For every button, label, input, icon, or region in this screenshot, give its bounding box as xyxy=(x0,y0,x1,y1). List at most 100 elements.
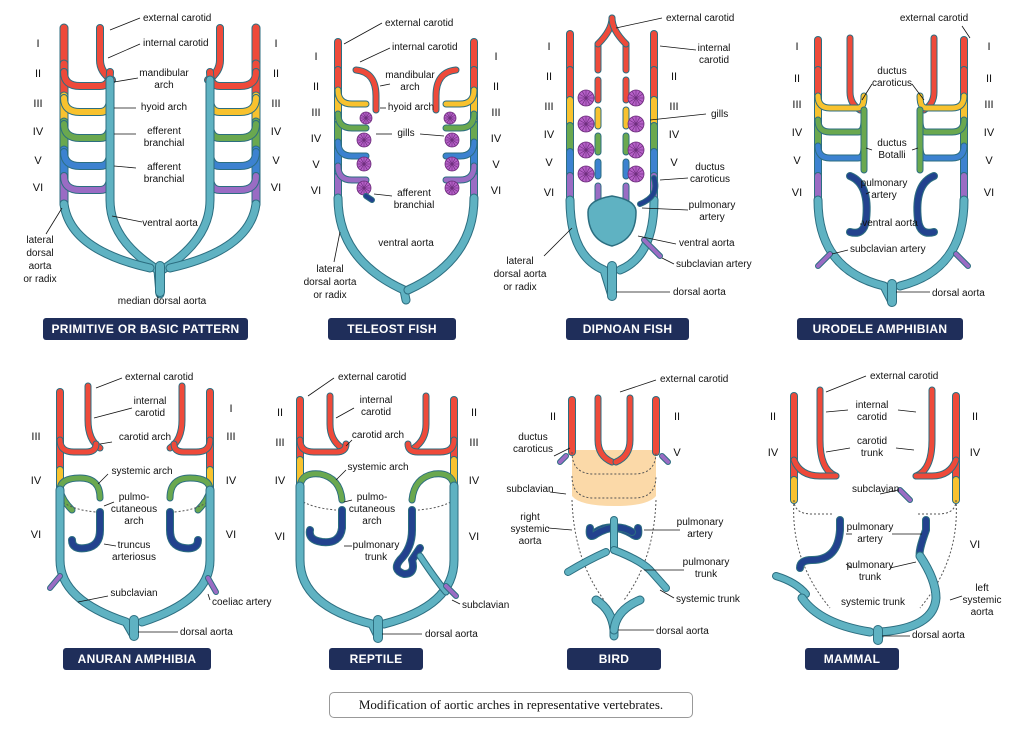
anuran-label-cutaneous: cutaneous xyxy=(111,504,157,515)
teleost-gill-right-0 xyxy=(444,132,460,148)
primitive-label-external-carotid: external carotid xyxy=(143,13,211,24)
bird-leader-6 xyxy=(659,589,675,599)
anuran-roman-right-0: I xyxy=(229,403,232,415)
urodele-roman-right-2: III xyxy=(984,99,993,111)
dipnoan-label-internal: internal xyxy=(698,43,731,54)
urodele-leader-2b xyxy=(911,147,919,151)
anuran-dash-right xyxy=(173,499,211,513)
bird-roman-right-0: II xyxy=(674,411,680,423)
urodele-label-caroticus: caroticus xyxy=(872,78,912,89)
dipnoan-gill-right-3 xyxy=(627,165,645,183)
urodele-leader-3 xyxy=(865,191,871,195)
primitive-label-efferent: efferent xyxy=(147,126,181,137)
anuran-subclavian-left xyxy=(47,573,63,591)
bird-label-subclavian: subclavian xyxy=(506,484,553,495)
urodele-arch-left-0 xyxy=(814,92,868,112)
urodele-arch-right-0-fill xyxy=(917,93,967,111)
dipnoan-label-external-carotid: external carotid xyxy=(666,13,734,24)
reptile-pulmonary-left xyxy=(305,506,346,547)
bird-dash-right-aorta-line xyxy=(623,499,657,601)
mammal-roman-right-1: IV xyxy=(970,447,981,459)
bird-systemic-trunk xyxy=(610,546,670,592)
reptile-label-pulmo: pulmo- xyxy=(357,492,388,503)
panel-title-mammal: MAMMAL xyxy=(805,648,899,670)
teleost-label-afferent: afferent xyxy=(397,188,431,199)
teleost-gill-right-top-rib xyxy=(444,114,456,122)
primitive-arch-left-2-fill xyxy=(61,121,113,141)
teleost-roman-right-1: II xyxy=(493,81,499,93)
urodele-pulmonary-left xyxy=(846,172,871,237)
bird-systemic-trunk-fill xyxy=(611,547,669,591)
reptile-dash-left-line xyxy=(299,499,337,511)
anuran-label-arteriosus: arteriosus xyxy=(112,552,156,563)
reptile-leader-4 xyxy=(343,499,353,503)
anuran-label-internal: internal xyxy=(134,396,167,407)
teleost-gill-right-2 xyxy=(444,180,460,196)
mammal-carotid-trunk-right-fill xyxy=(913,457,959,479)
dipnoan-roman-right-2: IV xyxy=(669,129,680,141)
mammal-carotid-trunk-left-fill xyxy=(791,457,839,479)
mammal-roman-left-0: II xyxy=(770,411,776,423)
teleost-roman-left-5: VI xyxy=(311,185,321,197)
teleost-leader-0 xyxy=(343,22,383,45)
bird-label-external-carotid: external carotid xyxy=(660,374,728,385)
mammal-leader-1b xyxy=(897,409,917,413)
primitive-roman-left-3: IV xyxy=(33,126,44,138)
teleost-leader-4b xyxy=(419,133,445,137)
bird-label-caroticus: caroticus xyxy=(513,444,553,455)
dipnoan-carotid-join-right-fill xyxy=(609,15,629,47)
mammal-dash-right-line xyxy=(918,499,957,515)
mammal-dash-left-line xyxy=(793,499,832,515)
dipnoan-gill-right-1-rib xyxy=(628,119,644,129)
mammal-label-carotid-2: carotid xyxy=(857,436,887,447)
teleost-gill-left-0-rib xyxy=(357,136,371,144)
teleost-gill-left-top-rib xyxy=(360,114,372,122)
dipnoan-leader-2 xyxy=(649,113,707,121)
urodele-leader-0 xyxy=(961,25,971,39)
mammal-carotid-trunk-left xyxy=(790,456,840,480)
urodele-dorsal-aorta-right-fill xyxy=(896,196,968,290)
anuran-leader-0 xyxy=(95,377,123,389)
mammal-leader-1 xyxy=(825,409,849,413)
reptile-leader-0 xyxy=(307,377,335,397)
urodele-arch-right-2-fill xyxy=(917,143,967,161)
anuran-truncus-left-fill xyxy=(69,509,103,552)
teleost-label-mandibular: mandibular xyxy=(385,70,435,81)
primitive-leader-2 xyxy=(113,77,139,83)
urodele-arch-left-1-fill xyxy=(815,117,867,135)
bird-label-ductus: ductus xyxy=(518,432,547,443)
primitive-leader-6 xyxy=(111,215,143,223)
reptile-subclavian-trunk xyxy=(416,552,450,596)
bird-subclavian-right-fill xyxy=(660,454,670,464)
anuran-carotid-arch-right xyxy=(170,436,214,456)
bird-leader-1 xyxy=(553,447,571,457)
mammal-subclavian-trunk xyxy=(772,572,810,598)
primitive-label-ventral-aorta: ventral aorta xyxy=(142,218,198,229)
primitive-roman-right-4: V xyxy=(272,155,280,167)
reptile-dash-right xyxy=(417,499,455,511)
reptile-carotid-right-fill xyxy=(411,393,429,451)
teleost-gill-left-top xyxy=(359,111,373,125)
teleost-label-or-radix: or radix xyxy=(313,290,346,301)
urodele-roman-left-4: V xyxy=(793,155,801,167)
mammal-roman-left-1: IV xyxy=(768,447,779,459)
urodele-label-botalli: Botalli xyxy=(878,150,905,161)
dipnoan-label-subclavian-artery: subclavian artery xyxy=(676,259,752,270)
primitive-label-lateral: lateral xyxy=(26,235,53,246)
primitive-arch-left-3 xyxy=(60,148,114,170)
urodele-carotid-right-fill xyxy=(921,35,937,113)
mammal-label-subclavian: subclavian xyxy=(852,484,899,495)
bird-dash-right-aorta xyxy=(623,499,657,601)
urodele-subclavian-left-fill xyxy=(816,252,832,268)
teleost-lateral-dorsal-aorta-left xyxy=(333,193,411,305)
reptile-label-arch: arch xyxy=(362,516,381,527)
bird-subclavian-right xyxy=(659,453,671,465)
urodele-carotid-right xyxy=(920,34,938,114)
reptile-label-external-carotid: external carotid xyxy=(338,372,406,383)
dipnoan-roman-left-0: I xyxy=(547,41,550,53)
teleost-roman-right-4: V xyxy=(492,159,500,171)
teleost-label-gills: gills xyxy=(397,128,414,139)
mammal-systemic-trunk xyxy=(873,551,941,645)
teleost-arch-left-1-fill xyxy=(335,111,369,131)
teleost-gill-left-2-rib xyxy=(357,184,371,192)
